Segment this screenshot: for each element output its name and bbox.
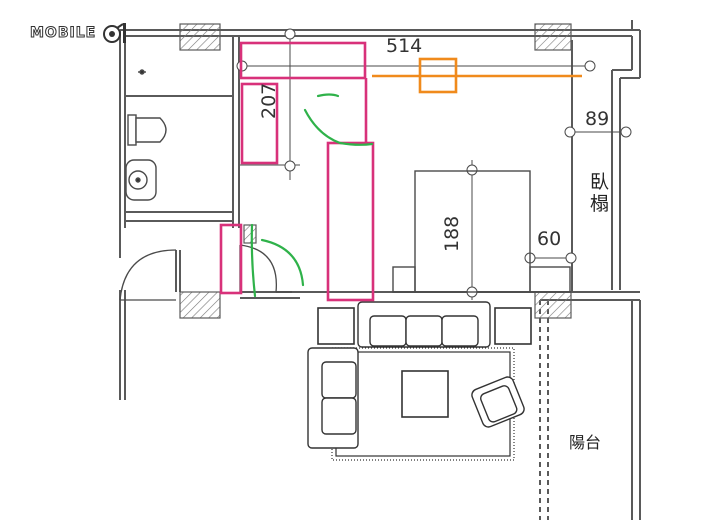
walls	[119, 20, 641, 520]
bed-length-dimension: 188	[441, 215, 463, 252]
bedroom-label: 臥榻	[590, 171, 610, 215]
balcony-label: 陽台	[569, 433, 602, 452]
washbasin	[125, 159, 157, 201]
watermark-text: MOBILE	[29, 25, 97, 42]
orange-markup	[372, 57, 582, 94]
coffee-table	[401, 370, 449, 418]
helmet-logo-icon	[103, 23, 127, 43]
side-tables	[317, 307, 532, 345]
depth-right-dimension: 89	[585, 108, 610, 130]
width-top-dimension: 514	[386, 35, 423, 57]
green-markup-strokes	[250, 93, 374, 298]
toilet	[127, 114, 167, 146]
bed-width-dimension: 60	[537, 228, 562, 250]
shower	[138, 69, 146, 75]
bed	[392, 170, 571, 293]
dimension-lines	[236, 28, 632, 300]
pink-markup-boxes	[219, 41, 375, 302]
doors	[119, 244, 292, 301]
closet-width-dimension: 207	[258, 82, 280, 119]
two-seat-sofa	[307, 347, 359, 449]
armchair	[471, 376, 525, 428]
three-seat-sofa	[357, 301, 491, 348]
watermark-logo: MOBILE	[29, 22, 129, 44]
